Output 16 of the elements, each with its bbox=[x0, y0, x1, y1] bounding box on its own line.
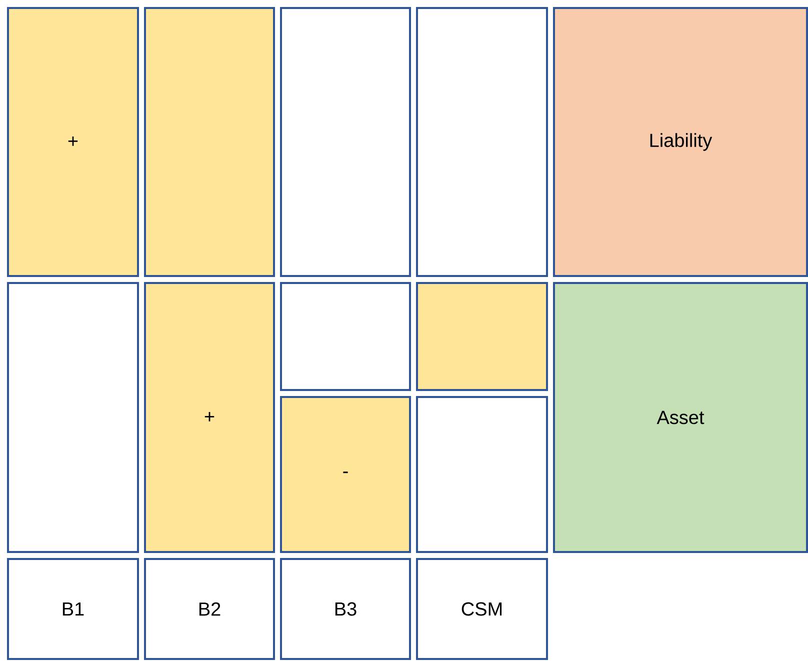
highlighted-cell bbox=[416, 282, 548, 391]
empty-cell bbox=[280, 7, 411, 277]
column-label-cell: B3 bbox=[280, 558, 411, 660]
column-label-cell: B2 bbox=[144, 558, 275, 660]
highlighted-cell: - bbox=[280, 396, 411, 553]
empty-cell bbox=[7, 282, 139, 553]
highlighted-cell bbox=[144, 7, 275, 277]
empty-cell bbox=[416, 7, 548, 277]
column-label-cell: B1 bbox=[7, 558, 139, 660]
empty-cell bbox=[280, 282, 411, 391]
empty-cell bbox=[416, 396, 548, 553]
highlighted-cell: + bbox=[144, 282, 275, 553]
column-label-cell: CSM bbox=[416, 558, 548, 660]
asset-cell: Asset bbox=[553, 282, 808, 553]
highlighted-cell: + bbox=[7, 7, 139, 277]
liability-cell: Liability bbox=[553, 7, 808, 277]
